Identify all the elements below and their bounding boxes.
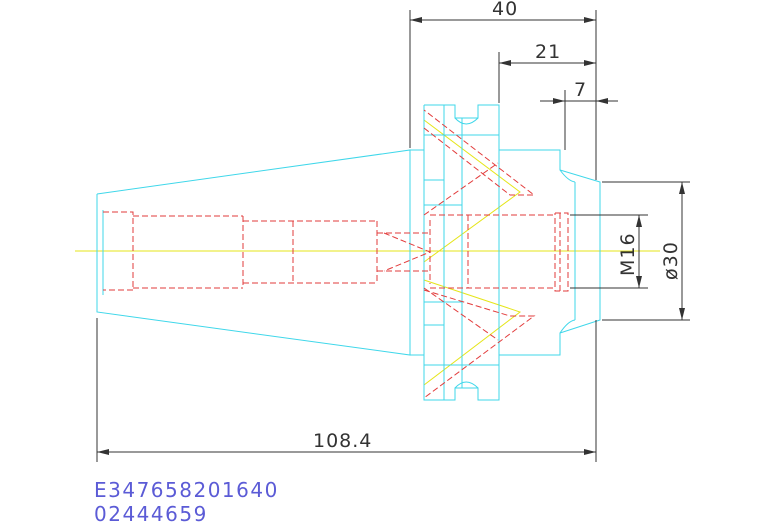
dim-diameter: ø30	[660, 241, 682, 280]
dim-flange-length: 40	[492, 0, 518, 20]
center-lines	[75, 119, 660, 386]
dimension-lines	[96, 10, 690, 462]
dim-thread: M16	[617, 232, 639, 276]
dim-end-length: 7	[574, 79, 587, 101]
part-code: E347658201640	[94, 478, 279, 502]
dim-total-length: 108.4	[313, 430, 372, 452]
dim-mid-length: 21	[535, 41, 561, 63]
dimension-arrows	[97, 17, 685, 455]
hidden-lines	[103, 109, 569, 399]
order-code: 02444659	[94, 502, 208, 526]
tool-holder-outline	[96, 104, 601, 401]
